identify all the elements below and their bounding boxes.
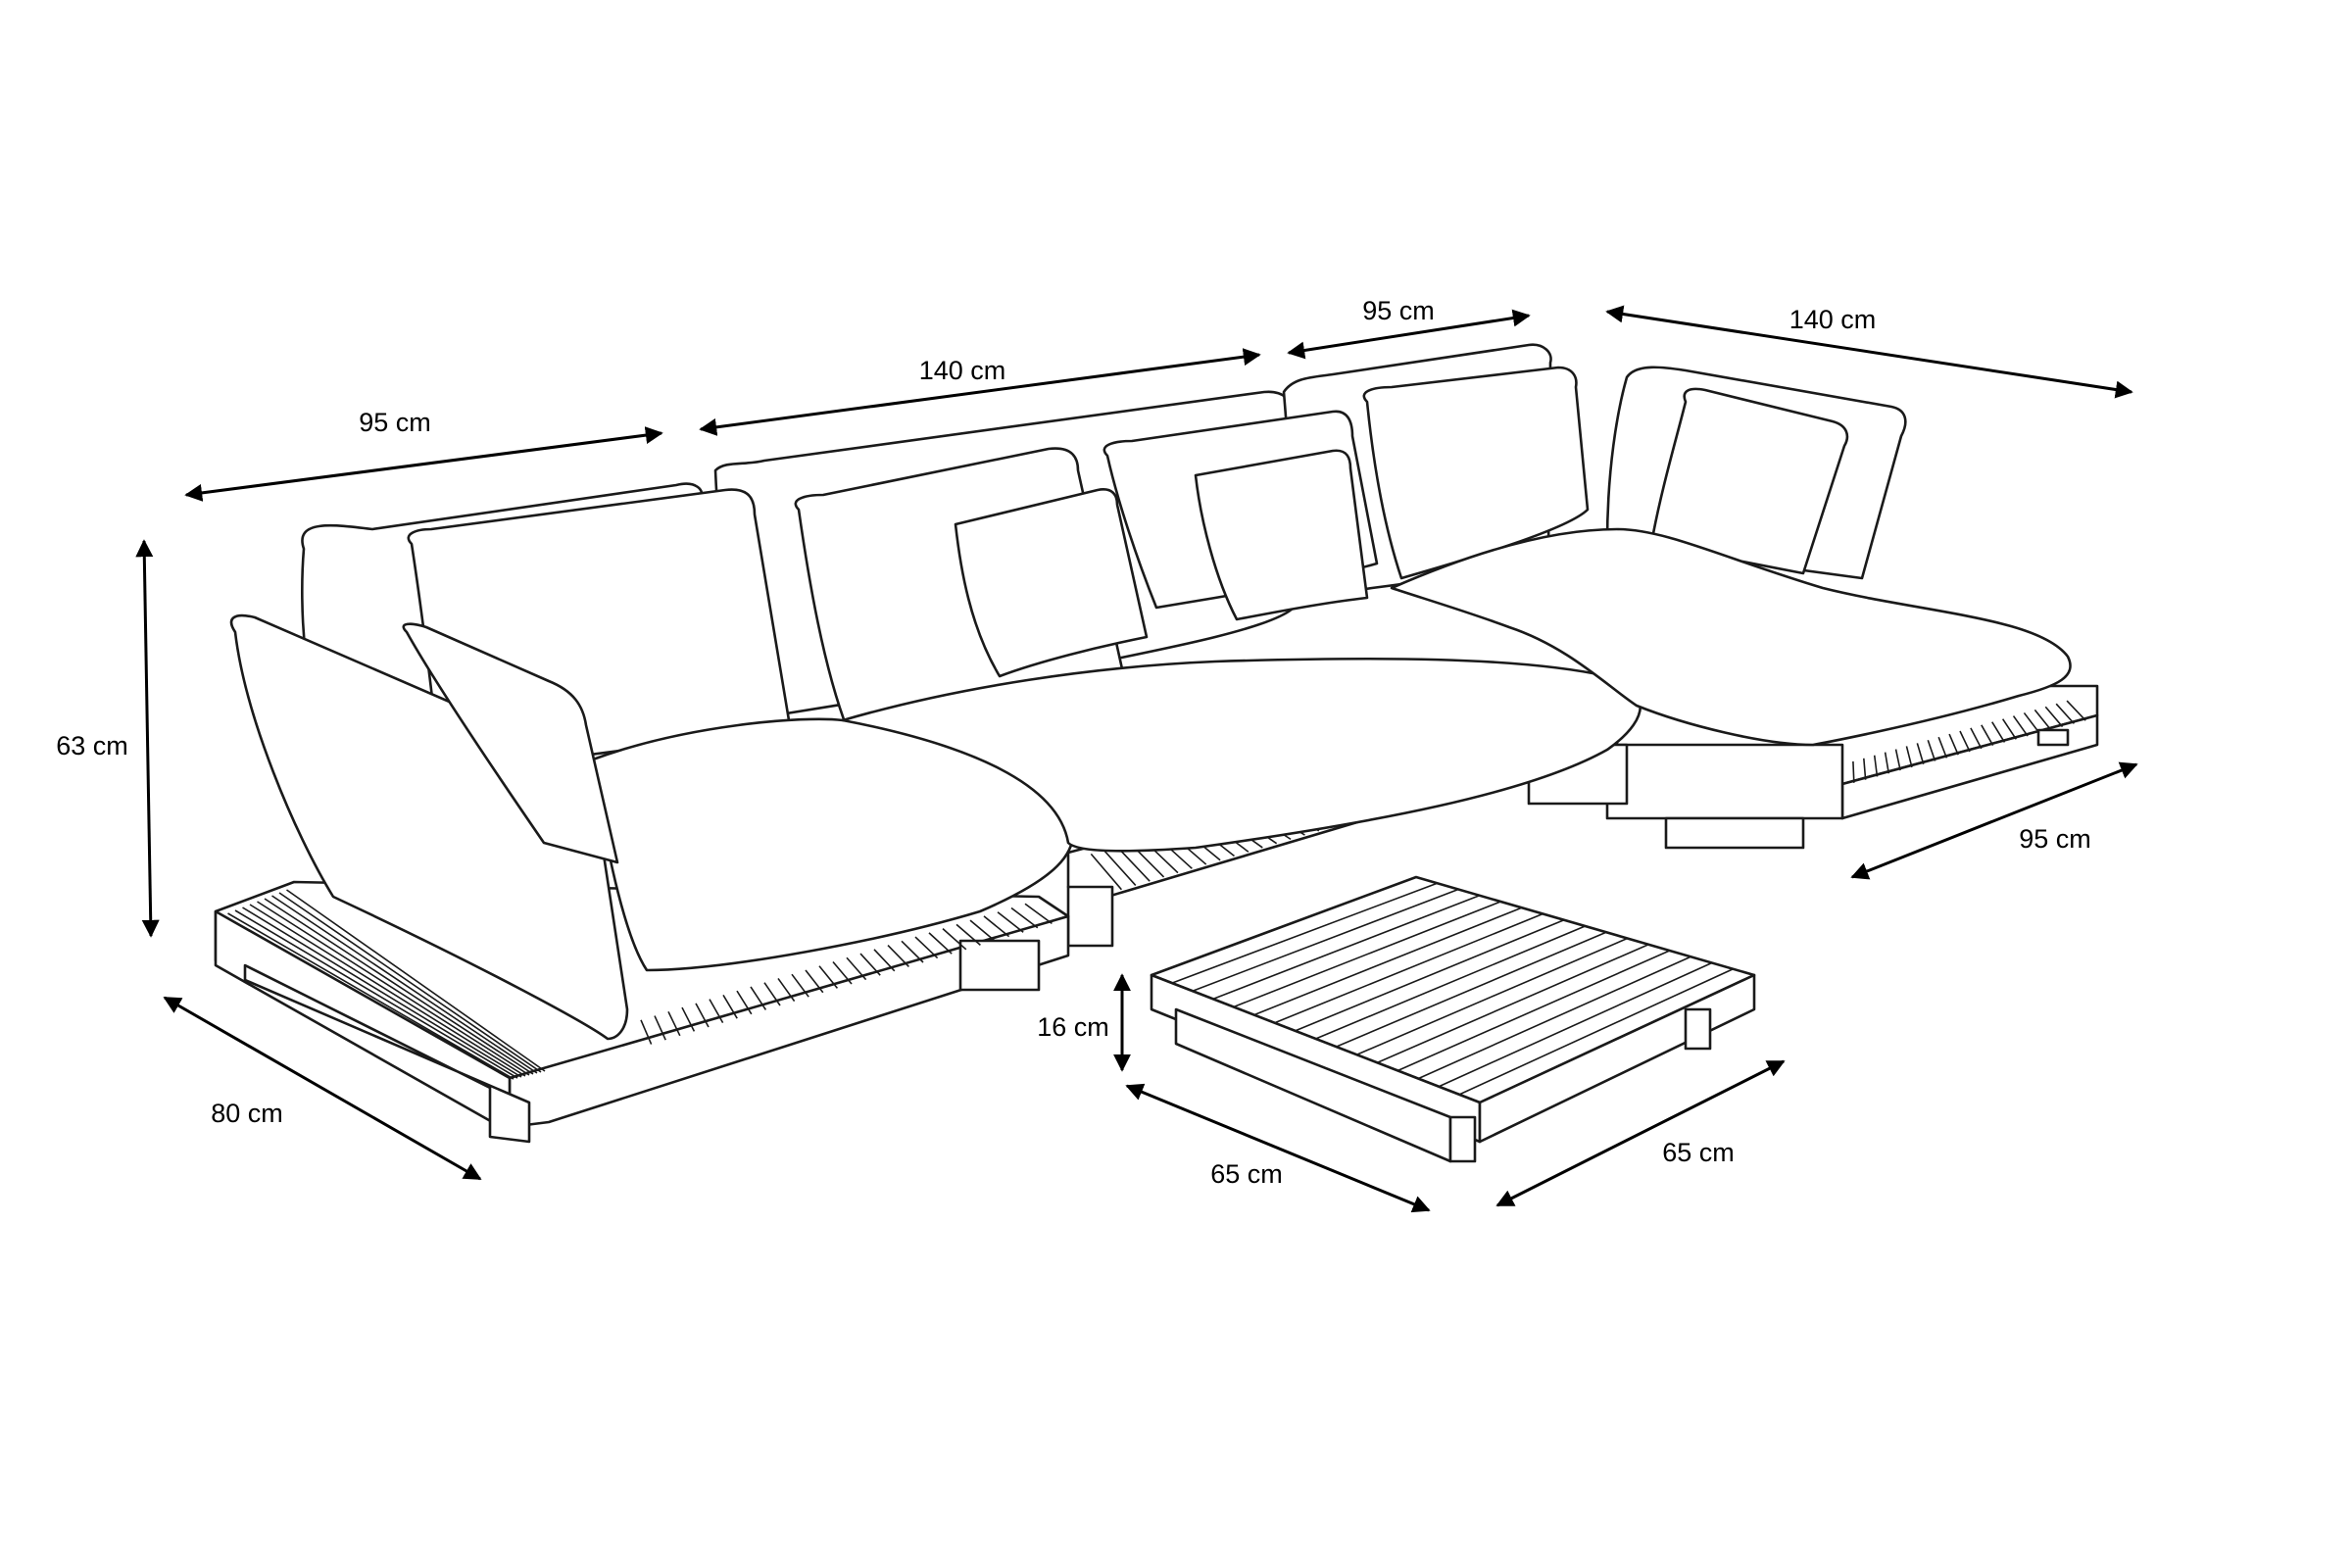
wood-slat	[695, 1003, 710, 1028]
wood-slat	[2066, 700, 2086, 721]
wood-slat	[1417, 956, 1691, 1080]
wood-slat	[1212, 895, 1480, 1001]
wood-slat	[777, 977, 796, 1003]
wood-slat	[1171, 882, 1438, 984]
wood-slat	[805, 969, 824, 994]
wood-slat	[286, 889, 546, 1072]
wood-slat	[997, 911, 1024, 933]
wood-slat	[846, 956, 867, 981]
wood-slat	[928, 932, 953, 955]
wood-slat	[901, 940, 924, 963]
wood-slat	[654, 1015, 666, 1041]
wood-slat	[1937, 736, 1948, 759]
wood-slat	[750, 986, 767, 1010]
wood-slat	[1981, 724, 1994, 747]
wood-slat	[278, 892, 542, 1073]
wood-slat	[1396, 950, 1671, 1072]
wood-slat	[264, 898, 534, 1075]
wood-slat	[791, 973, 809, 998]
wood-slat	[640, 1019, 653, 1045]
wood-slat	[1970, 727, 1983, 750]
wood-slat	[667, 1010, 681, 1037]
wood-slat	[1336, 931, 1607, 1048]
label-table-width: 65 cm	[1662, 1138, 1735, 1167]
wood-slat	[709, 999, 724, 1023]
wood-slat	[859, 953, 881, 976]
wood-slat	[1090, 853, 1122, 891]
label-sofa-depth: 80 cm	[211, 1099, 283, 1128]
wood-slat	[1103, 850, 1137, 886]
wood-slat	[1916, 743, 1925, 764]
wood-slat	[1233, 901, 1501, 1008]
wood-slat	[257, 901, 530, 1076]
seat-cushions	[591, 527, 2072, 972]
dim-arrow-sofa-depth	[163, 996, 482, 1181]
throw-pillows	[954, 449, 1369, 678]
wood-slat	[1274, 912, 1544, 1024]
wood-slat	[1852, 760, 1855, 783]
wood-slat	[1315, 925, 1586, 1040]
wood-slat	[1295, 919, 1565, 1032]
wood-slat	[2034, 709, 2052, 731]
dimension-arrows	[135, 305, 2138, 1213]
wood-slat	[983, 915, 1010, 938]
wood-slat	[1192, 888, 1459, 992]
dimension-labels: 95 cm 140 cm 95 cm 140 cm 95 cm 63 cm 80…	[56, 296, 2091, 1189]
wood-slat	[1991, 721, 2006, 743]
wood-slat	[1356, 937, 1628, 1055]
wood-slat	[722, 994, 738, 1019]
wood-slat	[887, 945, 909, 967]
left-armrest-cushion	[229, 613, 629, 1041]
dim-arrow-sofa-height	[135, 539, 160, 938]
wood-slat	[873, 949, 896, 972]
wood-slat	[1927, 740, 1936, 761]
wood-slat	[1959, 730, 1971, 753]
dim-arrow-left-width	[184, 426, 663, 502]
dim-arrow-corner-width	[1287, 309, 1531, 360]
wood-slat	[914, 936, 939, 959]
label-chaise-length: 140 cm	[1789, 305, 1877, 334]
label-corner-module-width: 95 cm	[1362, 296, 1435, 325]
sectional-sofa	[214, 343, 2099, 1144]
wood-slat	[1376, 944, 1649, 1064]
wood-slat	[1948, 733, 1959, 756]
coffee-table	[1150, 875, 1756, 1163]
wood-slat	[956, 923, 981, 947]
label-table-height: 16 cm	[1037, 1012, 1109, 1042]
wood-slat	[1253, 906, 1523, 1016]
wood-slat	[969, 919, 996, 942]
wood-slat	[1116, 846, 1151, 882]
wood-slat	[1024, 903, 1053, 925]
label-left-module-width: 95 cm	[359, 408, 431, 437]
wood-slat	[818, 965, 839, 989]
wood-slat	[2012, 715, 2029, 737]
label-table-depth: 65 cm	[1210, 1159, 1283, 1189]
label-sofa-height: 63 cm	[56, 731, 128, 760]
dim-arrow-middle-width	[699, 348, 1261, 436]
wood-slat	[2055, 703, 2075, 724]
wood-slat	[942, 928, 967, 951]
dim-arrow-chaise-width	[1850, 761, 2138, 880]
label-chaise-width: 95 cm	[2019, 824, 2091, 854]
wood-slat	[1438, 961, 1713, 1088]
label-middle-module-width: 140 cm	[919, 356, 1006, 385]
dim-arrow-table-depth	[1125, 1083, 1431, 1213]
wood-slat	[1010, 906, 1039, 929]
wood-slat	[763, 982, 781, 1006]
wood-slat	[832, 960, 853, 985]
dim-arrow-chaise-length	[1605, 305, 2133, 399]
dim-arrow-table-width	[1495, 1059, 1786, 1207]
wood-slat	[2001, 718, 2017, 740]
wood-slat	[271, 895, 538, 1074]
wood-slat	[681, 1006, 696, 1032]
wood-slat	[2023, 711, 2040, 734]
wood-slat	[2044, 706, 2064, 728]
wood-slat	[736, 990, 753, 1015]
